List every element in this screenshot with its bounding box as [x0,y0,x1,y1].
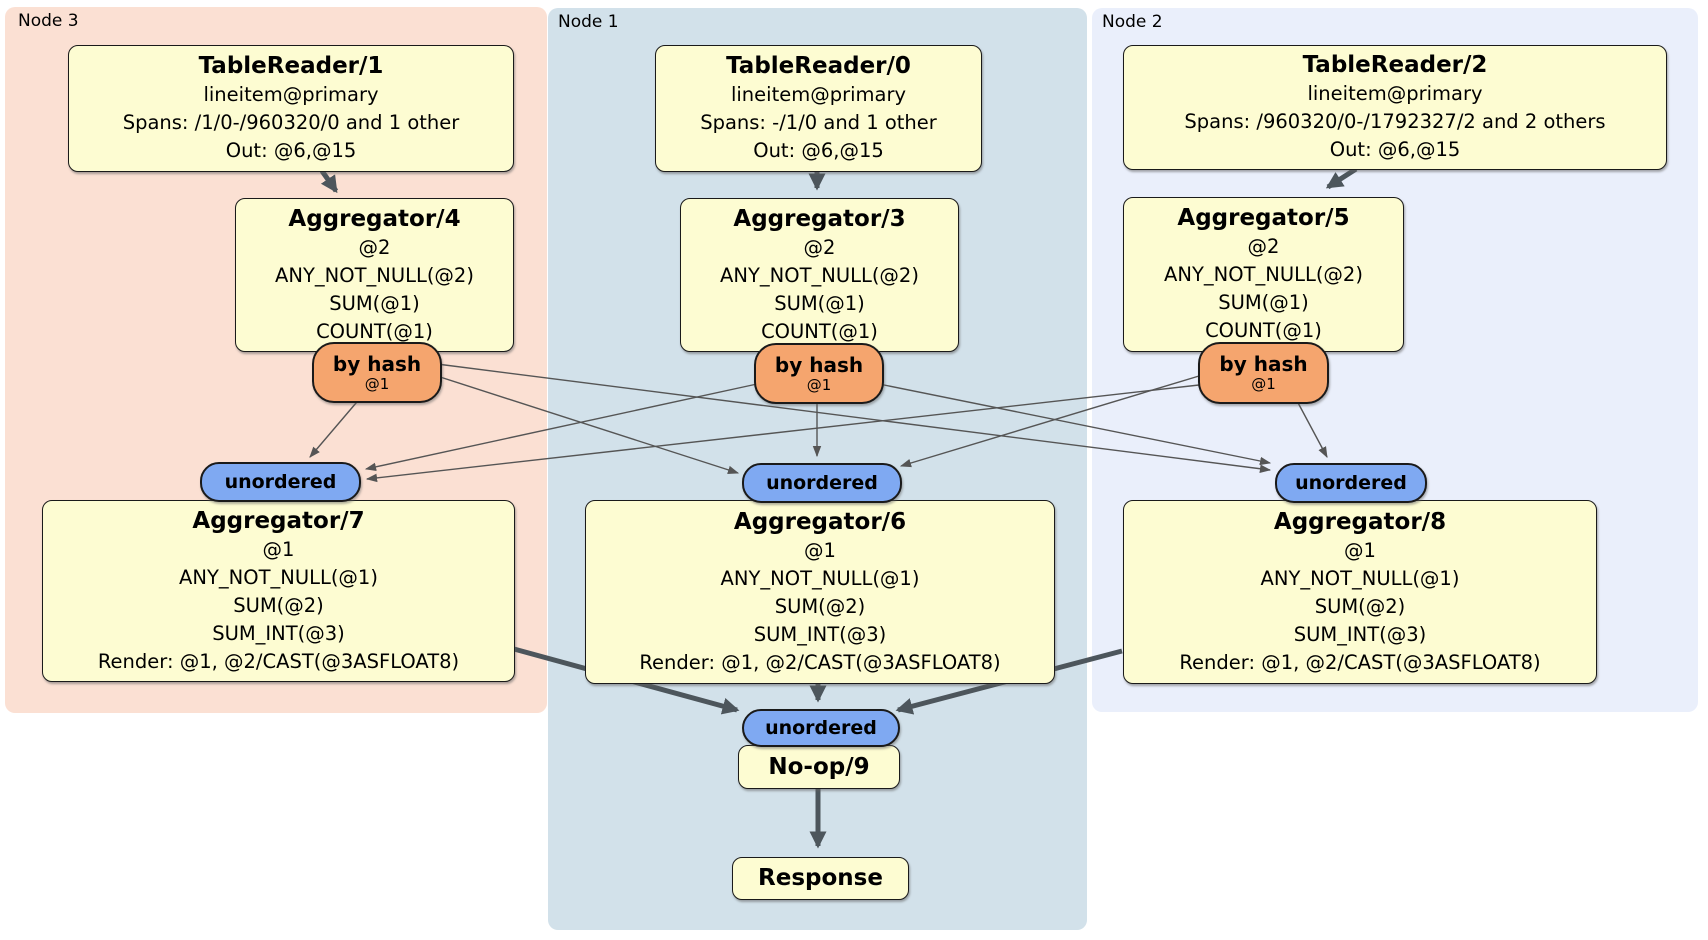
aggregator-6-fn3: SUM_INT(@3) [753,622,887,646]
by-hash-label: by hash [1219,352,1308,376]
by-hash-key: @1 [1251,375,1276,393]
aggregator-8-render: Render: @1, @2/CAST(@3ASFLOAT8) [1179,650,1541,674]
tablereader-0-index: lineitem@primary [730,83,907,106]
aggregator-4-fn3: COUNT(@1) [316,319,433,343]
by-hash-router-node3: by hash @1 [312,342,442,403]
by-hash-key: @1 [806,375,832,394]
unordered-label: unordered [766,472,878,494]
aggregator-5-fn2: SUM(@1) [1218,291,1309,314]
aggregator-3-fn1: ANY_NOT_NULL(@2) [720,263,919,287]
unordered-sync-node3: unordered [200,462,361,502]
aggregator-3-fn3: COUNT(@1) [761,319,878,343]
aggregator-5-title: Aggregator/5 [1177,205,1350,231]
unordered-label: unordered [765,717,877,739]
tablereader-1-index: lineitem@primary [203,83,379,106]
tablereader-0-box: TableReader/0 lineitem@primary Spans: -/… [655,45,982,172]
aggregator-7-fn3: SUM_INT(@3) [212,621,345,645]
aggregator-6-group: @1 [804,538,836,562]
aggregator-7-group: @1 [262,537,295,561]
by-hash-router-node2: by hash @1 [1198,342,1329,404]
aggregator-8-fn1: ANY_NOT_NULL(@1) [1260,566,1460,590]
aggregator-6-title: Aggregator/6 [733,508,907,535]
aggregator-7-title: Aggregator/7 [192,507,365,534]
aggregator-6-fn2: SUM(@2) [774,594,866,618]
aggregator-6-render: Render: @1, @2/CAST(@3ASFLOAT8) [639,650,1001,674]
tablereader-1-box: TableReader/1 lineitem@primary Spans: /1… [68,45,514,172]
aggregator-8-box: Aggregator/8 @1 ANY_NOT_NULL(@1) SUM(@2)… [1123,500,1597,684]
unordered-label: unordered [224,471,337,493]
tablereader-0-out: Out: @6,@15 [753,139,884,162]
tablereader-2-out: Out: @6,@15 [1329,138,1461,161]
aggregator-4-group: @2 [358,235,391,259]
by-hash-label: by hash [774,352,864,377]
aggregator-7-box: Aggregator/7 @1 ANY_NOT_NULL(@1) SUM(@2)… [42,500,515,682]
aggregator-4-box: Aggregator/4 @2 ANY_NOT_NULL(@2) SUM(@1)… [235,198,514,352]
tablereader-2-box: TableReader/2 lineitem@primary Spans: /9… [1123,45,1667,170]
aggregator-3-title: Aggregator/3 [733,205,906,232]
node-3-label: Node 3 [18,11,79,31]
aggregator-8-fn2: SUM(@2) [1314,594,1406,618]
tablereader-2-index: lineitem@primary [1307,82,1483,105]
node-1-label: Node 1 [558,12,619,32]
by-hash-router-node1: by hash @1 [754,343,884,404]
unordered-sync-node1: unordered [742,463,902,503]
aggregator-8-title: Aggregator/8 [1273,508,1447,535]
tablereader-0-title: TableReader/0 [726,53,911,79]
tablereader-2-title: TableReader/2 [1302,52,1488,78]
aggregator-6-fn1: ANY_NOT_NULL(@1) [720,566,920,590]
by-hash-key: @1 [364,374,390,393]
aggregator-7-fn2: SUM(@2) [233,593,324,617]
aggregator-4-fn2: SUM(@1) [329,291,420,315]
aggregator-7-fn1: ANY_NOT_NULL(@1) [179,565,378,589]
tablereader-1-title: TableReader/1 [198,53,384,79]
aggregator-6-box: Aggregator/6 @1 ANY_NOT_NULL(@1) SUM(@2)… [585,500,1055,684]
tablereader-2-spans: Spans: /960320/0-/1792327/2 and 2 others [1184,110,1606,133]
aggregator-4-fn1: ANY_NOT_NULL(@2) [275,263,474,287]
tablereader-1-out: Out: @6,@15 [225,139,357,162]
tablereader-1-spans: Spans: /1/0-/960320/0 and 1 other [122,111,460,134]
aggregator-8-fn3: SUM_INT(@3) [1293,622,1427,646]
aggregator-3-box: Aggregator/3 @2 ANY_NOT_NULL(@2) SUM(@1)… [680,198,959,352]
aggregator-5-group: @2 [1247,235,1280,258]
by-hash-label: by hash [332,351,422,376]
aggregator-7-render: Render: @1, @2/CAST(@3ASFLOAT8) [97,649,460,673]
node-2-label: Node 2 [1102,12,1163,32]
aggregator-8-group: @1 [1344,538,1376,562]
unordered-label: unordered [1295,472,1407,494]
aggregator-4-title: Aggregator/4 [288,205,461,232]
unordered-sync-final: unordered [742,709,900,747]
response-box: Response [732,857,909,900]
aggregator-3-fn2: SUM(@1) [774,291,865,315]
response-title: Response [758,865,883,891]
tablereader-0-spans: Spans: -/1/0 and 1 other [700,111,937,134]
aggregator-5-fn1: ANY_NOT_NULL(@2) [1164,263,1363,286]
noop-9-box: No-op/9 [738,745,900,789]
aggregator-3-group: @2 [803,235,836,259]
aggregator-5-box: Aggregator/5 @2 ANY_NOT_NULL(@2) SUM(@1)… [1123,197,1404,352]
aggregator-5-fn3: COUNT(@1) [1205,319,1322,342]
noop-9-title: No-op/9 [768,753,870,780]
unordered-sync-node2: unordered [1275,463,1427,503]
